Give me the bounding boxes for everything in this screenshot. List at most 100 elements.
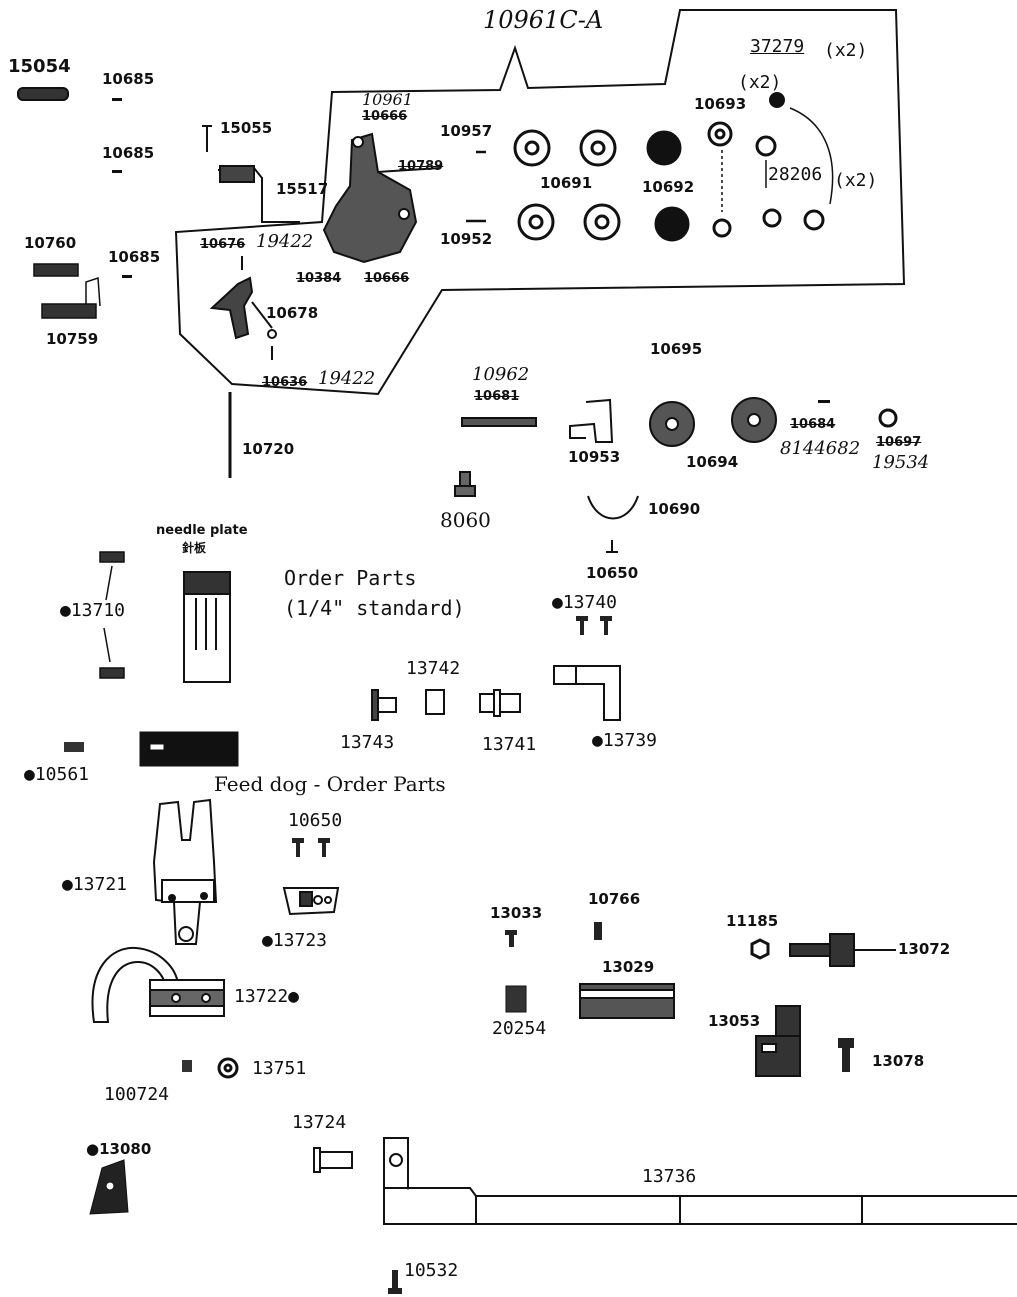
label-19422-bottom-new: 19422 bbox=[318, 368, 376, 389]
part-13722-shape bbox=[91, 946, 225, 1023]
label-13739: ●13739 bbox=[592, 730, 658, 751]
part-13723-shape bbox=[282, 887, 340, 916]
part-15517-shape bbox=[217, 165, 300, 223]
label-13740: ●13740 bbox=[552, 592, 618, 613]
label-10692: 10692 bbox=[642, 178, 695, 196]
label-10685-a: 10685 bbox=[102, 70, 155, 88]
part-15055-shape bbox=[202, 125, 212, 152]
label-19534-new: 19534 bbox=[872, 452, 930, 473]
label-10789-old: 10789 bbox=[398, 159, 444, 174]
part-13740-shape bbox=[576, 616, 612, 635]
label-19422-top-old: 10676 bbox=[200, 237, 246, 252]
label-10678: 10678 bbox=[266, 304, 319, 322]
label-13053: 13053 bbox=[708, 1012, 761, 1030]
label-10666-old: 10666 bbox=[364, 271, 410, 286]
label-8144682-new: 8144682 bbox=[780, 438, 861, 459]
label-11185: 11185 bbox=[726, 912, 779, 930]
label-28206-qty: (x2) bbox=[834, 170, 878, 191]
label-10691: 10691 bbox=[540, 174, 593, 192]
label-10384-old: 10384 bbox=[296, 271, 342, 286]
label-13723: ●13723 bbox=[262, 930, 328, 951]
label-13033: 13033 bbox=[490, 904, 543, 922]
label-10962-old: 10681 bbox=[474, 389, 520, 404]
label-15055: 15055 bbox=[220, 119, 273, 137]
needle-plate-label: needle plate bbox=[156, 523, 248, 538]
label-10532: 10532 bbox=[404, 1260, 459, 1281]
part-19534-shape bbox=[878, 408, 898, 428]
tension-discs-bottom bbox=[517, 203, 825, 242]
part-13736-shape bbox=[383, 1137, 1017, 1225]
needle-plate-jp-label: 針板 bbox=[182, 541, 207, 555]
parts-13741-13743-shapes bbox=[371, 689, 521, 721]
label-10961-new: 10961 bbox=[362, 90, 413, 109]
part-13721-shape bbox=[152, 798, 218, 945]
part-10690-shape bbox=[587, 495, 639, 520]
label-19422-top-new: 19422 bbox=[256, 231, 314, 252]
needle-plate-shape bbox=[183, 571, 231, 683]
label-8144682-old: 10684 bbox=[790, 417, 836, 432]
part-13072-shape bbox=[789, 933, 896, 967]
label-10952: 10952 bbox=[440, 230, 493, 248]
label-13078: 13078 bbox=[872, 1052, 925, 1070]
label-8060: 8060 bbox=[440, 508, 491, 532]
label-10690: 10690 bbox=[648, 500, 701, 518]
part-10953-shape bbox=[569, 398, 614, 443]
label-13724: 13724 bbox=[292, 1112, 347, 1133]
label-10961-old: 10666 bbox=[362, 109, 408, 124]
label-13736: 13736 bbox=[642, 1166, 697, 1187]
label-10695: 10695 bbox=[650, 340, 703, 358]
label-13029: 13029 bbox=[602, 958, 655, 976]
part-13078-shape bbox=[838, 1038, 854, 1072]
label-19534-old: 10697 bbox=[876, 435, 922, 450]
part-10650-shape bbox=[606, 540, 618, 553]
part-10766-shape bbox=[594, 922, 602, 940]
assembly-label: 10961C-A bbox=[483, 6, 604, 34]
label-10693-qty: (x2) bbox=[738, 72, 782, 93]
part-13053-shape bbox=[755, 1005, 801, 1077]
label-10561: ●10561 bbox=[24, 764, 90, 785]
part-10760-shape bbox=[33, 263, 79, 277]
part-20254-shape bbox=[505, 985, 527, 1013]
part-15054-shape bbox=[17, 87, 69, 101]
part-11185-shape bbox=[750, 938, 770, 960]
label-13743: 13743 bbox=[340, 732, 395, 753]
label-13741: 13741 bbox=[482, 734, 537, 755]
label-37279-qty: (x2) bbox=[824, 40, 868, 61]
label-10685-c: 10685 bbox=[108, 248, 161, 266]
part-10962-shape bbox=[461, 417, 537, 427]
tension-leader-lines bbox=[466, 107, 834, 223]
assembly-outline bbox=[174, 9, 906, 396]
part-13710-shape bbox=[99, 551, 125, 679]
label-10694: 10694 bbox=[686, 453, 739, 471]
part-10759-shape bbox=[41, 276, 101, 319]
label-13751: 13751 bbox=[252, 1058, 307, 1079]
label-10693: 10693 bbox=[694, 95, 747, 113]
part-37279-shape bbox=[769, 92, 785, 108]
part-13724-shape bbox=[313, 1147, 353, 1173]
label-20254: 20254 bbox=[492, 1018, 547, 1039]
label-13722: 13722● bbox=[234, 986, 300, 1007]
label-13080: ●13080 bbox=[86, 1140, 152, 1158]
order-parts-line2: (1/4" standard) bbox=[284, 596, 465, 620]
part-8060-shape bbox=[454, 471, 476, 497]
part-8144682-shape bbox=[818, 400, 830, 403]
part-10685-shapes bbox=[112, 98, 132, 278]
label-37279: 37279 bbox=[750, 36, 805, 57]
label-10650-a: 10650 bbox=[586, 564, 639, 582]
label-13072: 13072 bbox=[898, 940, 951, 958]
part-10678-shape bbox=[209, 256, 277, 360]
part-10532-shape bbox=[388, 1270, 402, 1294]
part-10694-shape bbox=[649, 397, 777, 447]
part-10961-shape bbox=[322, 132, 441, 264]
label-19422-bottom-old: 10636 bbox=[262, 375, 308, 390]
label-10685-b: 10685 bbox=[102, 144, 155, 162]
label-10650-b: 10650 bbox=[288, 810, 343, 831]
part-10561-shape bbox=[64, 742, 84, 752]
label-13742: 13742 bbox=[406, 658, 461, 679]
label-10962-new: 10962 bbox=[472, 364, 530, 385]
label-10957: 10957 bbox=[440, 122, 493, 140]
label-13710: ●13710 bbox=[60, 600, 126, 621]
label-28206: 28206 bbox=[768, 164, 823, 185]
